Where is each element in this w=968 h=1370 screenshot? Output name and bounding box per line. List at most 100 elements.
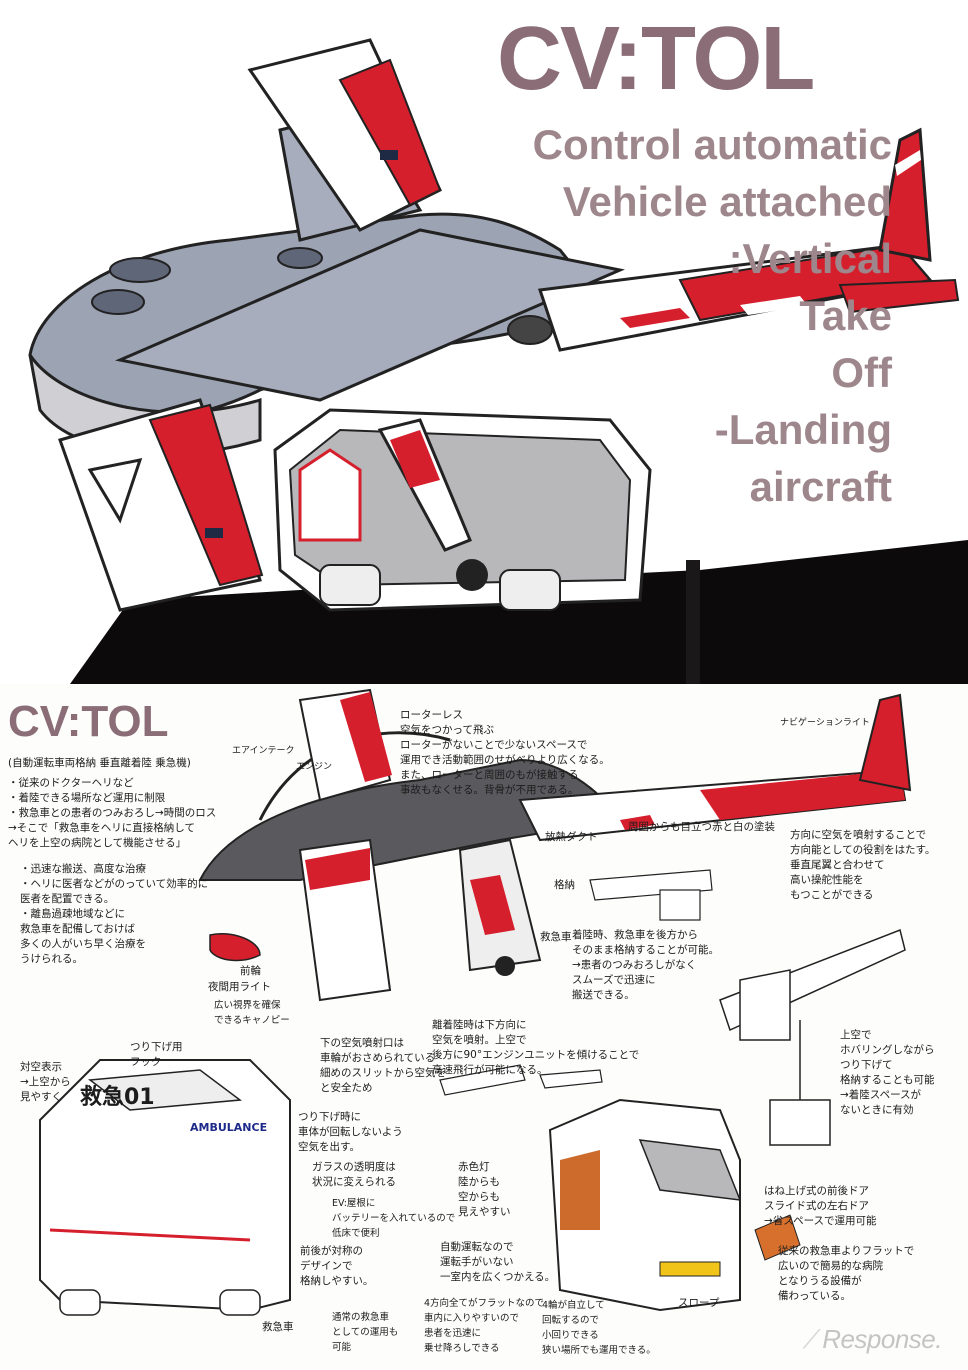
note-line: 方向能としての役割をはたす。 xyxy=(790,844,936,856)
note-hook: つり下げ用 フック xyxy=(130,1040,183,1070)
note-line: →上空から xyxy=(20,1076,71,1088)
note-line: 可能 xyxy=(332,1342,352,1353)
note-line: 垂直尾翼と合わせて xyxy=(790,859,885,871)
note-line: ・ヘリに医者などがのっていて効率的に xyxy=(20,878,209,890)
note-line: 空気を噴射。上空で xyxy=(432,1034,527,1046)
note-air-jet: 下の空気噴射口は 車輪がおさめられている 細めのスリットから空気を と安全ため xyxy=(320,1036,446,1096)
page-title: CV:TOL xyxy=(497,9,815,109)
subtitle-line: Vehicle attached xyxy=(562,178,892,225)
note-front-wheel: 前輪 xyxy=(240,965,261,977)
note-line: 自動運転なので xyxy=(440,1241,514,1253)
canopy-window xyxy=(109,257,171,283)
note-line: 車体が回転しないよう xyxy=(298,1126,403,1138)
note-navigation: ナビゲーションライト xyxy=(780,718,870,728)
lower-engine-pod xyxy=(58,398,264,612)
note-line: 後方に90°エンジンユニットを傾けることで xyxy=(432,1049,640,1061)
upper-engine-pod xyxy=(247,38,442,232)
note-line: 回転するので xyxy=(542,1315,600,1326)
sketch-ambulance-left xyxy=(39,1059,291,1316)
note-line: 方向に空気を噴射することで xyxy=(790,829,927,841)
note-ambulance-small: 通常の救急車 としての運用も 可能 xyxy=(332,1310,398,1355)
note-door: はね上げ式の前後ドア スライド式の左右ドア →省スペースで運用可能 xyxy=(764,1184,877,1229)
note-line: 患者を迅速に xyxy=(424,1328,482,1339)
sketch-hover xyxy=(719,928,906,1146)
note-line: 赤色灯 xyxy=(458,1161,490,1173)
note-lamp: 赤色灯 陸からも 空からも 見えやすい xyxy=(458,1160,511,1220)
note-ev: EV:屋根に バッテリーを入れているので 低床で便利 xyxy=(332,1196,455,1241)
note-line: 運転手がいない xyxy=(440,1256,514,1268)
note-line: 乗せ降ろしできる xyxy=(424,1343,500,1354)
note-line: 細めのスリットから空気を xyxy=(320,1067,446,1079)
note-line: 見やすく xyxy=(20,1091,62,1103)
note-wide-view: 広い視界を確保 できるキャノピー xyxy=(214,998,290,1028)
note-line: 運用でき活動範囲のせがべりより広くなる。 xyxy=(400,754,610,766)
note-line: 状況に変えられる xyxy=(312,1176,396,1188)
note-line: 小回りできる xyxy=(542,1330,599,1341)
note-hang: つり下げ時に 車体が回転しないよう 空気を出す。 xyxy=(298,1110,403,1155)
watermark-icon: ⟋ xyxy=(802,1324,821,1354)
vehicle-side-text: AMBULANCE xyxy=(190,1121,268,1134)
note-line: 車内に入りやすいので xyxy=(424,1313,520,1324)
note-line: 救急車を配備しておけば xyxy=(20,923,135,935)
note-line: スムーズで迅速に xyxy=(572,974,656,986)
note-paint: 周囲からも目立つ赤と白の塗装 xyxy=(628,821,775,833)
note-front: 前後が対称の デザインで 格納しやすい。 xyxy=(300,1244,373,1289)
note-takeoff: 離着陸時は下方向に 空気を噴射。上空で 後方に90°エンジンユニットを傾けること… xyxy=(432,1018,639,1078)
note-landing: 着陸時、救急車を後方から そのまま格納することが可能。 →患者のつみおろしがなく… xyxy=(572,928,719,1003)
note-heat-duct: 放熱ダクト xyxy=(545,831,598,843)
ambulance-pod xyxy=(273,408,652,612)
note-line: →患者のつみおろしがなく xyxy=(572,959,697,971)
watermark: ⟋Response. xyxy=(802,1324,942,1356)
note-line: 狭い場所でも運用できる。 xyxy=(542,1345,656,1356)
note-line: 格納することも可能 xyxy=(840,1074,935,1086)
top-illustration-panel: CV:TOL Control automatic Vehicle attache… xyxy=(0,0,968,684)
note-line: はね上げ式の前後ドア xyxy=(764,1185,869,1197)
note-line: 備わっている。 xyxy=(778,1290,851,1302)
note-line: 前後が対称の xyxy=(300,1245,363,1257)
note-line: 通常の救急車 xyxy=(332,1312,390,1323)
note-line: と安全ため xyxy=(320,1082,373,1094)
subtitle-block: Control automatic Vehicle attached :Vert… xyxy=(533,116,892,515)
note-air-intake: エアインテーク xyxy=(232,746,295,756)
note-line: ヘリを上空の病院として機能させる」 xyxy=(8,837,187,849)
note-line: →省スペースで運用可能 xyxy=(764,1215,877,1227)
note-line: もつことができる xyxy=(790,889,874,901)
ground-shadow xyxy=(70,540,968,684)
note-thrust: 方向に空気を噴射することで 方向能としての役割をはたす。 垂直尾翼と合わせて 高… xyxy=(790,828,935,903)
note-left-block2: ・迅速な搬送、高度な治療 ・ヘリに医者などがのっていて効率的に 医者を配置できる… xyxy=(20,862,208,967)
sketch-takeoff xyxy=(439,1064,603,1096)
note-line: →そこで「救急車をヘリに直接格納して xyxy=(8,822,195,834)
note-line: うけられる。 xyxy=(20,953,83,965)
note-line: 4輪が自立して xyxy=(542,1300,605,1311)
note-line: つり下げて xyxy=(840,1059,893,1071)
note-ambulance-top: 対空表示 →上空から 見やすく xyxy=(20,1060,71,1105)
note-line: →着陸スペースが xyxy=(840,1089,922,1101)
note-stretcher: 従来の救急車よりフラットで 広いので簡易的な病院 となりうる設備が 備わっている… xyxy=(778,1244,914,1304)
note-line: ・救急車との患者のつみおろし→時間のロス xyxy=(8,807,217,819)
note-line: 陸からも xyxy=(458,1176,500,1188)
note-line: ・離島過疎地域などに xyxy=(20,908,125,920)
note-ambulance-label: 救急車 xyxy=(262,1321,294,1333)
note-line: ないときに有効 xyxy=(840,1104,914,1116)
sketch-ambulance-right xyxy=(548,1098,801,1312)
sketch-landing xyxy=(589,869,713,921)
note-line: 多くの人がいち早く治療を xyxy=(20,938,146,950)
note-line: 空からも xyxy=(458,1191,500,1203)
note-line: また、ローターと周囲のもが接触する xyxy=(400,769,579,781)
note-line: デザインで xyxy=(300,1260,353,1272)
note-line: 格納しやすい。 xyxy=(300,1275,374,1287)
note-line: つり下げ用 xyxy=(130,1041,183,1053)
note-line: 下の空気噴射口は xyxy=(320,1037,404,1049)
subtitle-line: Off xyxy=(831,349,892,396)
note-line: できるキャノピー xyxy=(214,1015,290,1026)
note-auto: 自動運転なので 運転手がいない 一室内を広くつかえる。 xyxy=(440,1240,555,1285)
note-line: 空気を出す。 xyxy=(298,1141,360,1153)
note-wheels: 4輪が自立して 回転するので 小回りできる 狭い場所でも運用できる。 xyxy=(542,1298,656,1358)
vehicle-roof-text: 救急01 xyxy=(80,1085,155,1110)
note-line: バッテリーを入れているので xyxy=(332,1213,456,1224)
note-line: スライド式の左右ドア xyxy=(764,1200,869,1212)
note-line: ・迅速な搬送、高度な治療 xyxy=(20,863,146,875)
note-rescue-v: 救急車 xyxy=(540,931,572,943)
note-hover: 上空で ホバリングしながら つり下げて 格納することも可能 →着陸スペースが な… xyxy=(840,1028,935,1118)
note-line: ホバリングしながら xyxy=(840,1044,935,1056)
